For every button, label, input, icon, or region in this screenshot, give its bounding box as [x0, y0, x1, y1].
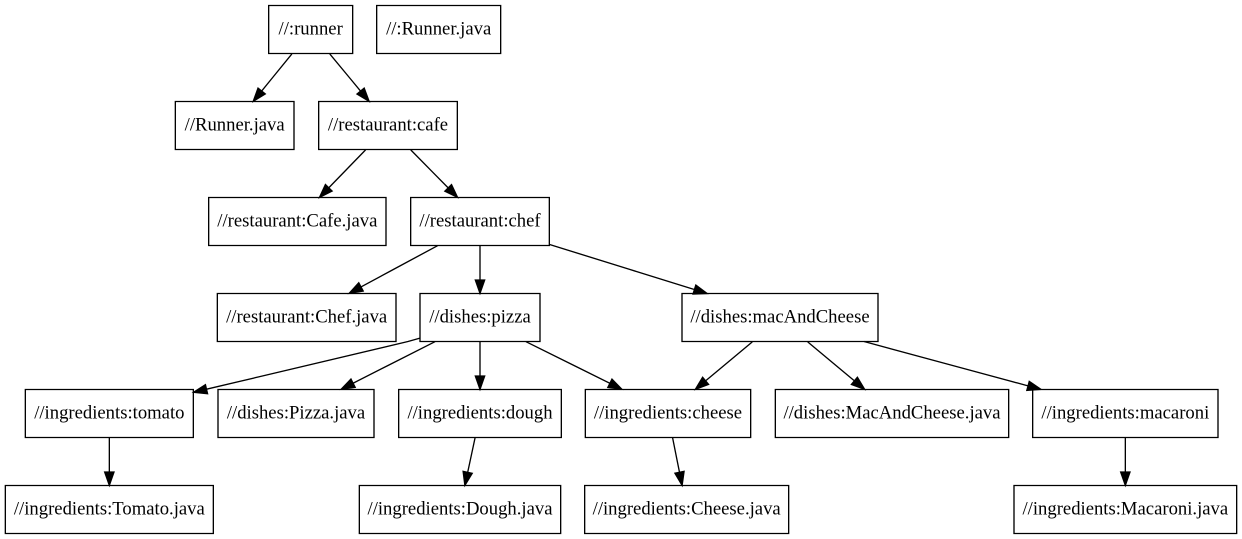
- svg-text://dishes:Pizza.java: //dishes:Pizza.java: [227, 402, 366, 423]
- svg-text://ingredients:cheese: //ingredients:cheese: [594, 402, 742, 423]
- svg-text://restaurant:Cafe.java: //restaurant:Cafe.java: [217, 210, 378, 231]
- svg-text://ingredients:macaroni: //ingredients:macaroni: [1041, 402, 1209, 423]
- svg-text://dishes:macAndCheese: //dishes:macAndCheese: [690, 306, 869, 327]
- svg-text://:Runner.java: //:Runner.java: [386, 18, 492, 39]
- svg-text://ingredients:Tomato.java: //ingredients:Tomato.java: [14, 498, 206, 519]
- svg-text://restaurant:Chef.java: //restaurant:Chef.java: [226, 306, 388, 327]
- svg-text://restaurant:chef: //restaurant:chef: [419, 210, 541, 231]
- svg-text://ingredients:Macaroni.java: //ingredients:Macaroni.java: [1022, 498, 1228, 519]
- svg-text://ingredients:Dough.java: //ingredients:Dough.java: [368, 498, 554, 519]
- svg-text://Runner.java: //Runner.java: [185, 114, 286, 135]
- svg-text://ingredients:Cheese.java: //ingredients:Cheese.java: [593, 498, 782, 519]
- svg-text://restaurant:cafe: //restaurant:cafe: [328, 114, 448, 135]
- svg-text://:runner: //:runner: [279, 18, 344, 39]
- svg-text://dishes:pizza: //dishes:pizza: [429, 306, 531, 327]
- svg-text://ingredients:dough: //ingredients:dough: [407, 402, 553, 423]
- svg-text://dishes:MacAndCheese.java: //dishes:MacAndCheese.java: [783, 402, 1001, 423]
- svg-text://ingredients:tomato: //ingredients:tomato: [34, 402, 184, 423]
